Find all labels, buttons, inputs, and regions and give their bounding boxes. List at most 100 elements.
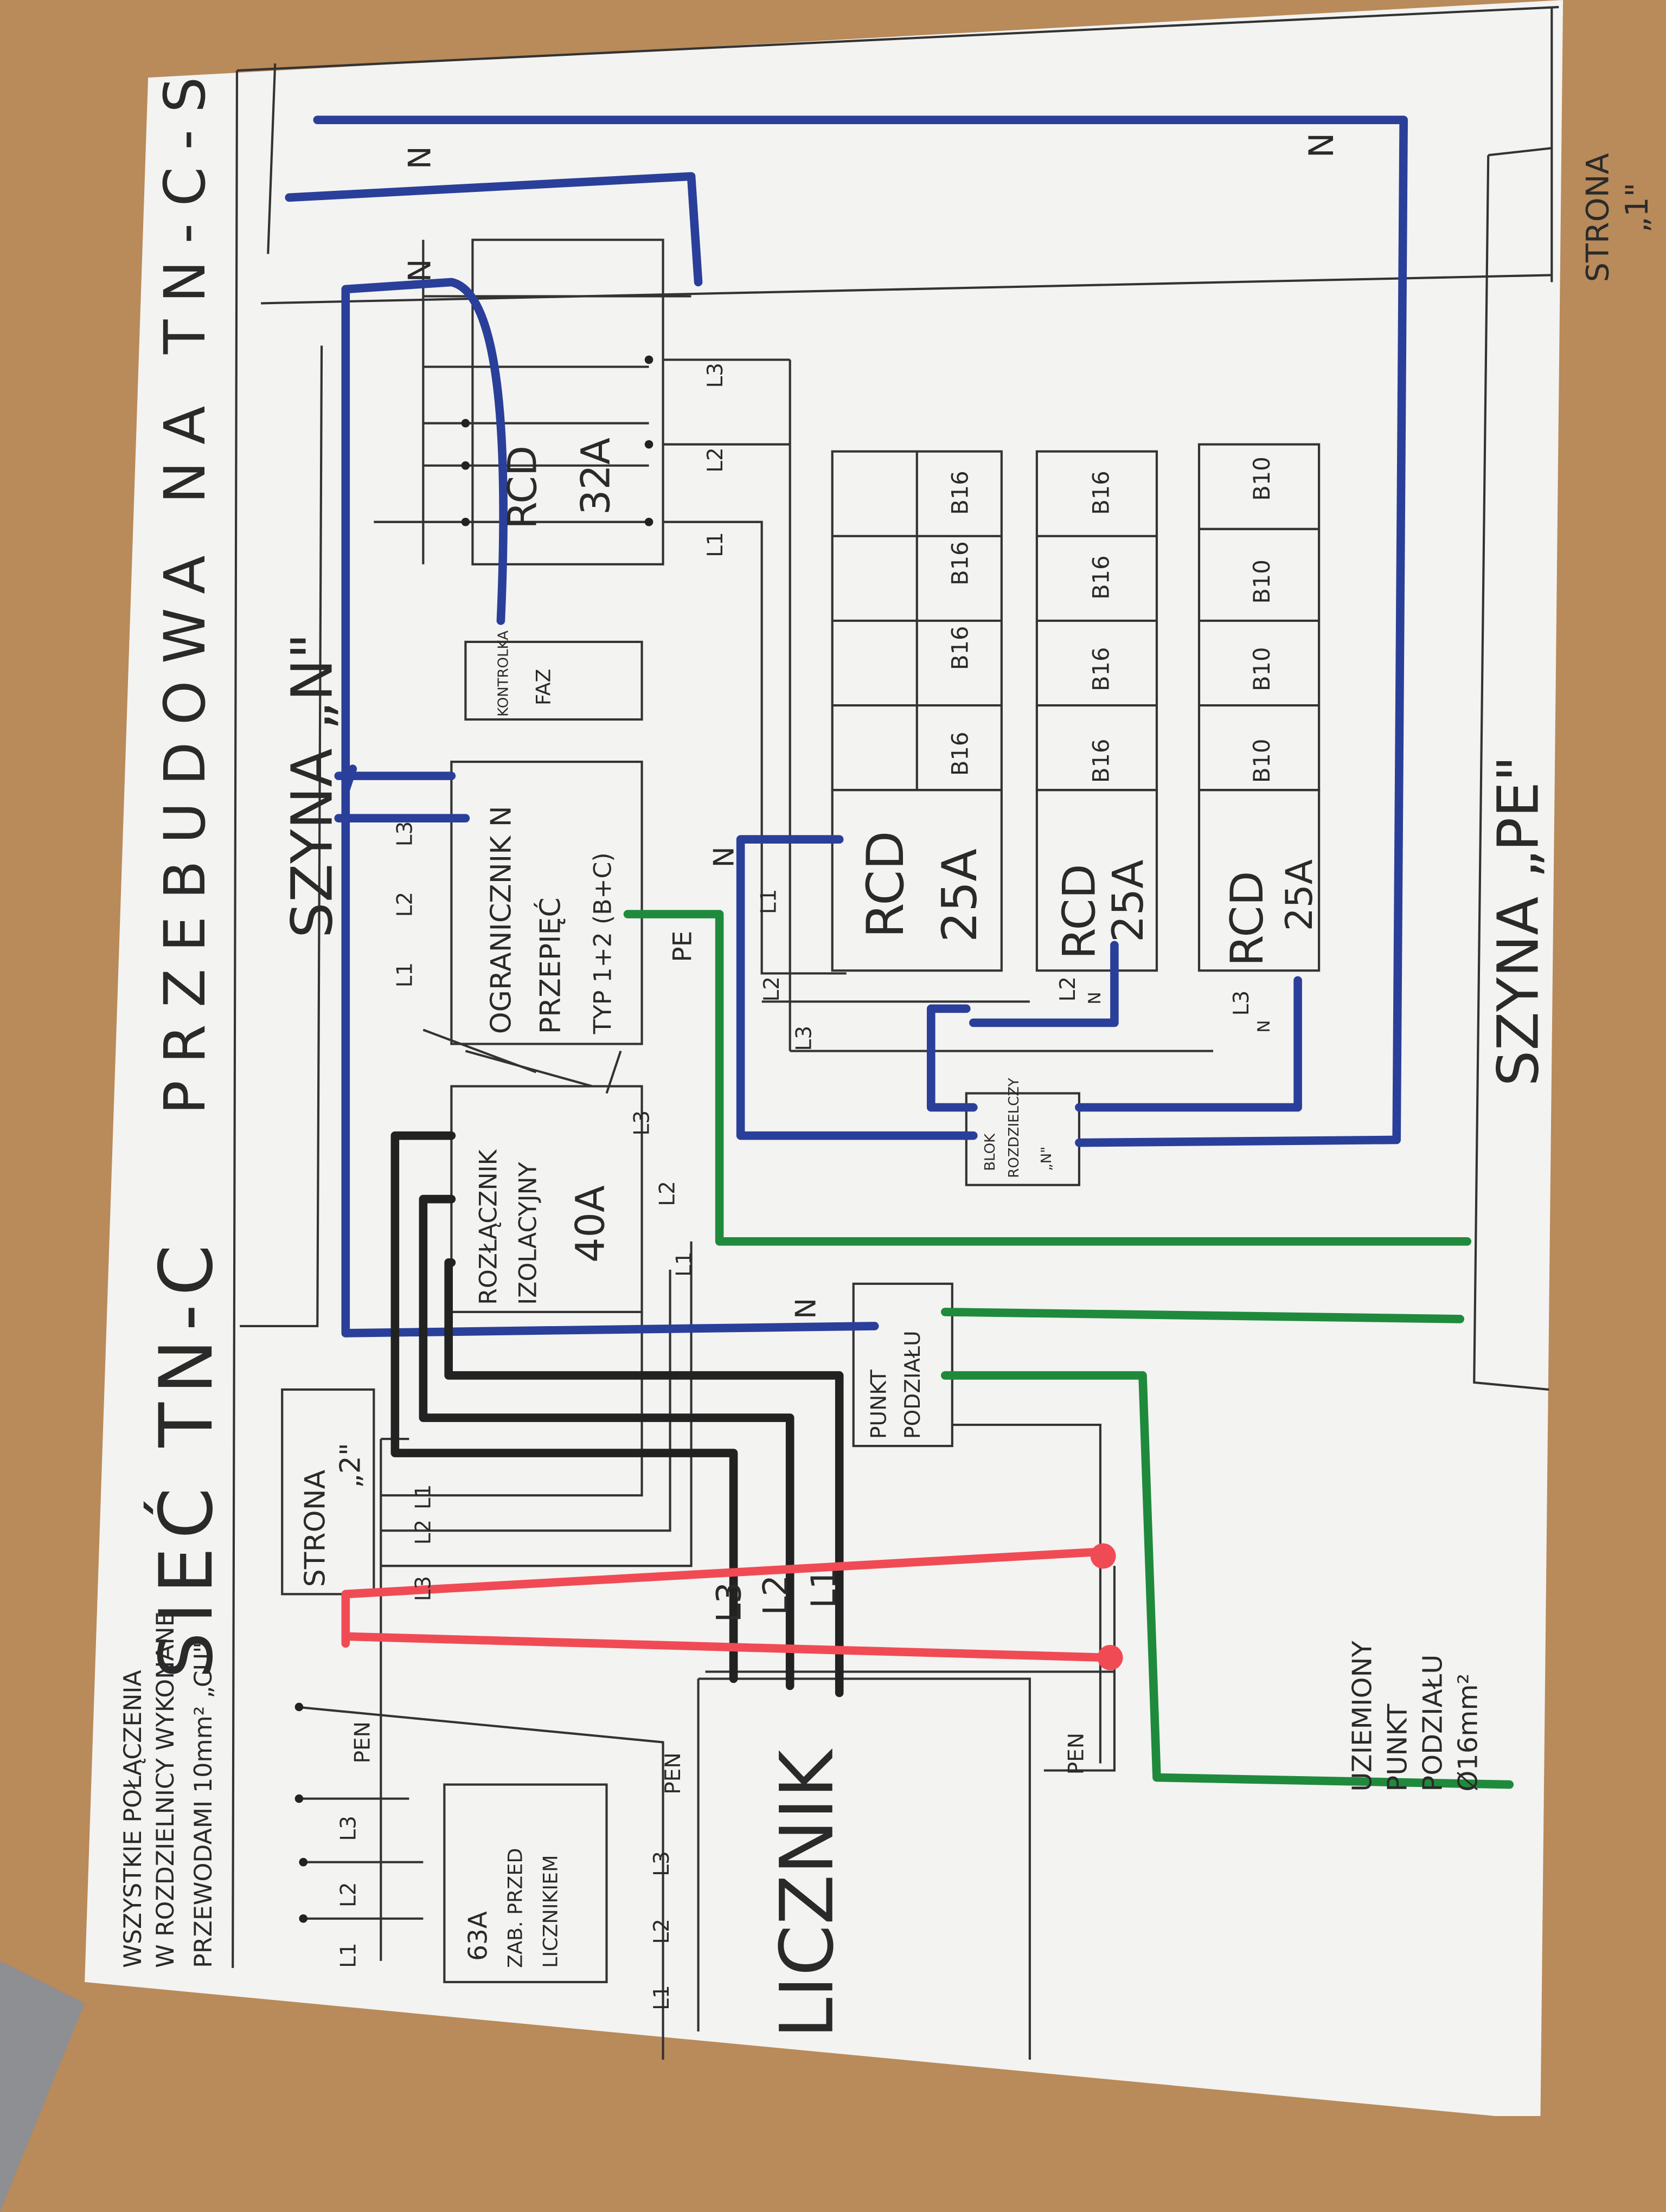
svg-text:32A: 32A (573, 438, 619, 515)
svg-text:LICZNIKIEM: LICZNIKIEM (539, 1855, 562, 1967)
svg-text:L2: L2 (755, 1575, 795, 1616)
svg-text:PEN: PEN (1065, 1733, 1089, 1774)
svg-text:L2: L2 (1056, 976, 1080, 1002)
conductor-labels: L1 L2 L3 L1 L2 L3 L1 L2 L3 L1 L2 L3 L2 L… (337, 133, 1342, 2010)
svg-text:B16: B16 (1088, 555, 1114, 600)
breakers-group-2: B16 B16 B16 B16 (1088, 471, 1114, 783)
svg-text:25A: 25A (932, 848, 988, 942)
svg-text:PODZIAŁU: PODZIAŁU (1417, 1655, 1448, 1792)
svg-text:25A: 25A (1278, 859, 1321, 931)
svg-text:B10: B10 (1248, 560, 1275, 604)
svg-text:L1: L1 (672, 1251, 697, 1277)
svg-text:RCD: RCD (1053, 864, 1106, 959)
svg-text:UZIEMIONY: UZIEMIONY (1346, 1640, 1377, 1791)
svg-text:L1: L1 (804, 1568, 843, 1609)
svg-text:RCD: RCD (856, 831, 915, 938)
rcd-25a-3: RCD 25A (1221, 859, 1321, 966)
component-boxes (281, 239, 1321, 2060)
phase-indicator: KONTROLKA FAZ (495, 631, 555, 717)
neutral-distribution-block: BLOK ROZDZIELCZY „N" (982, 1078, 1055, 1178)
svg-text:Ø16mm²: Ø16mm² (1452, 1674, 1483, 1792)
svg-text:L2: L2 (650, 1919, 674, 1944)
svg-text:„1": „1" (1619, 183, 1655, 233)
svg-text:PUNKT: PUNKT (867, 1369, 892, 1439)
svg-text:PEN: PEN (351, 1721, 375, 1763)
main-breaker-63a: 63A ZAB. PRZED LICZNIKIEM (464, 1848, 562, 1968)
svg-text:N: N (1085, 992, 1105, 1004)
svg-text:L2: L2 (337, 1882, 361, 1907)
svg-text:L2: L2 (393, 892, 418, 917)
svg-text:N: N (790, 1298, 822, 1319)
svg-text:ROZDZIELCZY: ROZDZIELCZY (1006, 1078, 1022, 1178)
svg-text:WSZYSTKIE POŁĄCZENIA: WSZYSTKIE POŁĄCZENIA (119, 1670, 147, 1968)
svg-text:L3: L3 (393, 821, 418, 847)
svg-text:TYP 1+2 (B+C): TYP 1+2 (B+C) (589, 852, 617, 1034)
svg-text:B16: B16 (946, 541, 973, 586)
svg-text:L1: L1 (337, 1943, 361, 1968)
svg-text:B16: B16 (946, 471, 973, 515)
svg-text:L1: L1 (411, 1484, 435, 1510)
meter-label: LICZNIK (764, 1748, 850, 2039)
phase-wires (390, 1131, 844, 1697)
svg-text:B16: B16 (1088, 471, 1114, 515)
svg-text:B10: B10 (1248, 739, 1275, 783)
svg-text:B10: B10 (1248, 456, 1275, 501)
svg-text:B16: B16 (946, 732, 973, 776)
svg-text:BLOK: BLOK (982, 1133, 998, 1171)
neutral-wires (285, 115, 1408, 1338)
svg-text:L1: L1 (650, 1985, 674, 2010)
svg-text:40A: 40A (567, 1185, 613, 1263)
svg-text:PE: PE (669, 931, 698, 962)
svg-text:N: N (708, 846, 741, 867)
bottom-left-grey-area (0, 1960, 85, 2212)
svg-text:N: N (1302, 133, 1341, 158)
svg-text:L3: L3 (709, 1582, 749, 1623)
svg-text:L3: L3 (703, 363, 728, 388)
svg-text:„2": „2" (334, 1443, 367, 1488)
isolator-switch: ROZŁĄCZNIK IZOLACYJNY 40A (475, 1149, 614, 1304)
page-1-label: STRONA „1" (1580, 153, 1655, 282)
svg-text:„N": „N" (1039, 1147, 1055, 1171)
svg-text:STRONA: STRONA (1580, 153, 1616, 282)
svg-text:B16: B16 (1088, 647, 1114, 691)
svg-text:OGRANICZNIK N: OGRANICZNIK N (485, 806, 518, 1034)
busbar-n-label: SZYNA „N" (279, 633, 345, 938)
svg-text:N: N (402, 146, 438, 169)
svg-text:L3: L3 (411, 1576, 435, 1602)
busbar-pe-label: SZYNA „PE" (1485, 756, 1551, 1086)
page-2-label: STRONA „2" (299, 1443, 367, 1587)
split-point: PUNKT PODZIAŁU (867, 1330, 925, 1439)
svg-text:STRONA: STRONA (299, 1469, 331, 1587)
svg-text:25A: 25A (1104, 859, 1153, 942)
svg-text:L3: L3 (630, 1110, 655, 1136)
svg-text:ROZŁĄCZNIK: ROZŁĄCZNIK (475, 1149, 503, 1304)
breakers-group-3: B10 B10 B10 B10 (1248, 456, 1275, 783)
breakers-group-1: B16 B16 B16 B16 (946, 471, 973, 776)
terminal-dots (294, 355, 653, 1923)
svg-text:FAZ: FAZ (531, 669, 555, 705)
svg-text:W ROZDZIELNICY WYKONANE: W ROZDZIELNICY WYKONANE (152, 1611, 180, 1967)
svg-text:L3: L3 (337, 1816, 361, 1841)
svg-text:L2: L2 (411, 1520, 435, 1545)
pen-terminal-dot (1090, 1543, 1116, 1569)
rcd-25a-2: RCD 25A (1053, 859, 1153, 959)
svg-text:RCD: RCD (1221, 871, 1273, 966)
rcd-25a-1: RCD 25A (856, 831, 988, 942)
svg-text:IZOLACYJNY: IZOLACYJNY (514, 1161, 542, 1305)
svg-text:L2: L2 (760, 976, 784, 1002)
svg-text:B16: B16 (1088, 739, 1114, 783)
grounded-split-point-note: UZIEMIONY PUNKT PODZIAŁU Ø16mm² (1346, 1640, 1483, 1791)
rcd-32a: RCD 32A (499, 438, 619, 529)
svg-text:L2: L2 (703, 447, 728, 473)
svg-text:B16: B16 (946, 626, 973, 670)
svg-text:B10: B10 (1248, 647, 1275, 691)
svg-text:L1: L1 (703, 532, 728, 557)
title-part1: SIEĆ TN-C (143, 1236, 229, 1679)
svg-text:L1: L1 (757, 889, 781, 915)
pen-loop-wires (341, 1547, 1112, 1662)
wiring-note: WSZYSTKIE POŁĄCZENIA W ROZDZIELNICY WYKO… (119, 1611, 217, 1967)
pen-terminal-dot (1097, 1644, 1123, 1670)
svg-text:ZAB. PRZED: ZAB. PRZED (503, 1848, 527, 1968)
svg-text:L3: L3 (1229, 991, 1254, 1016)
